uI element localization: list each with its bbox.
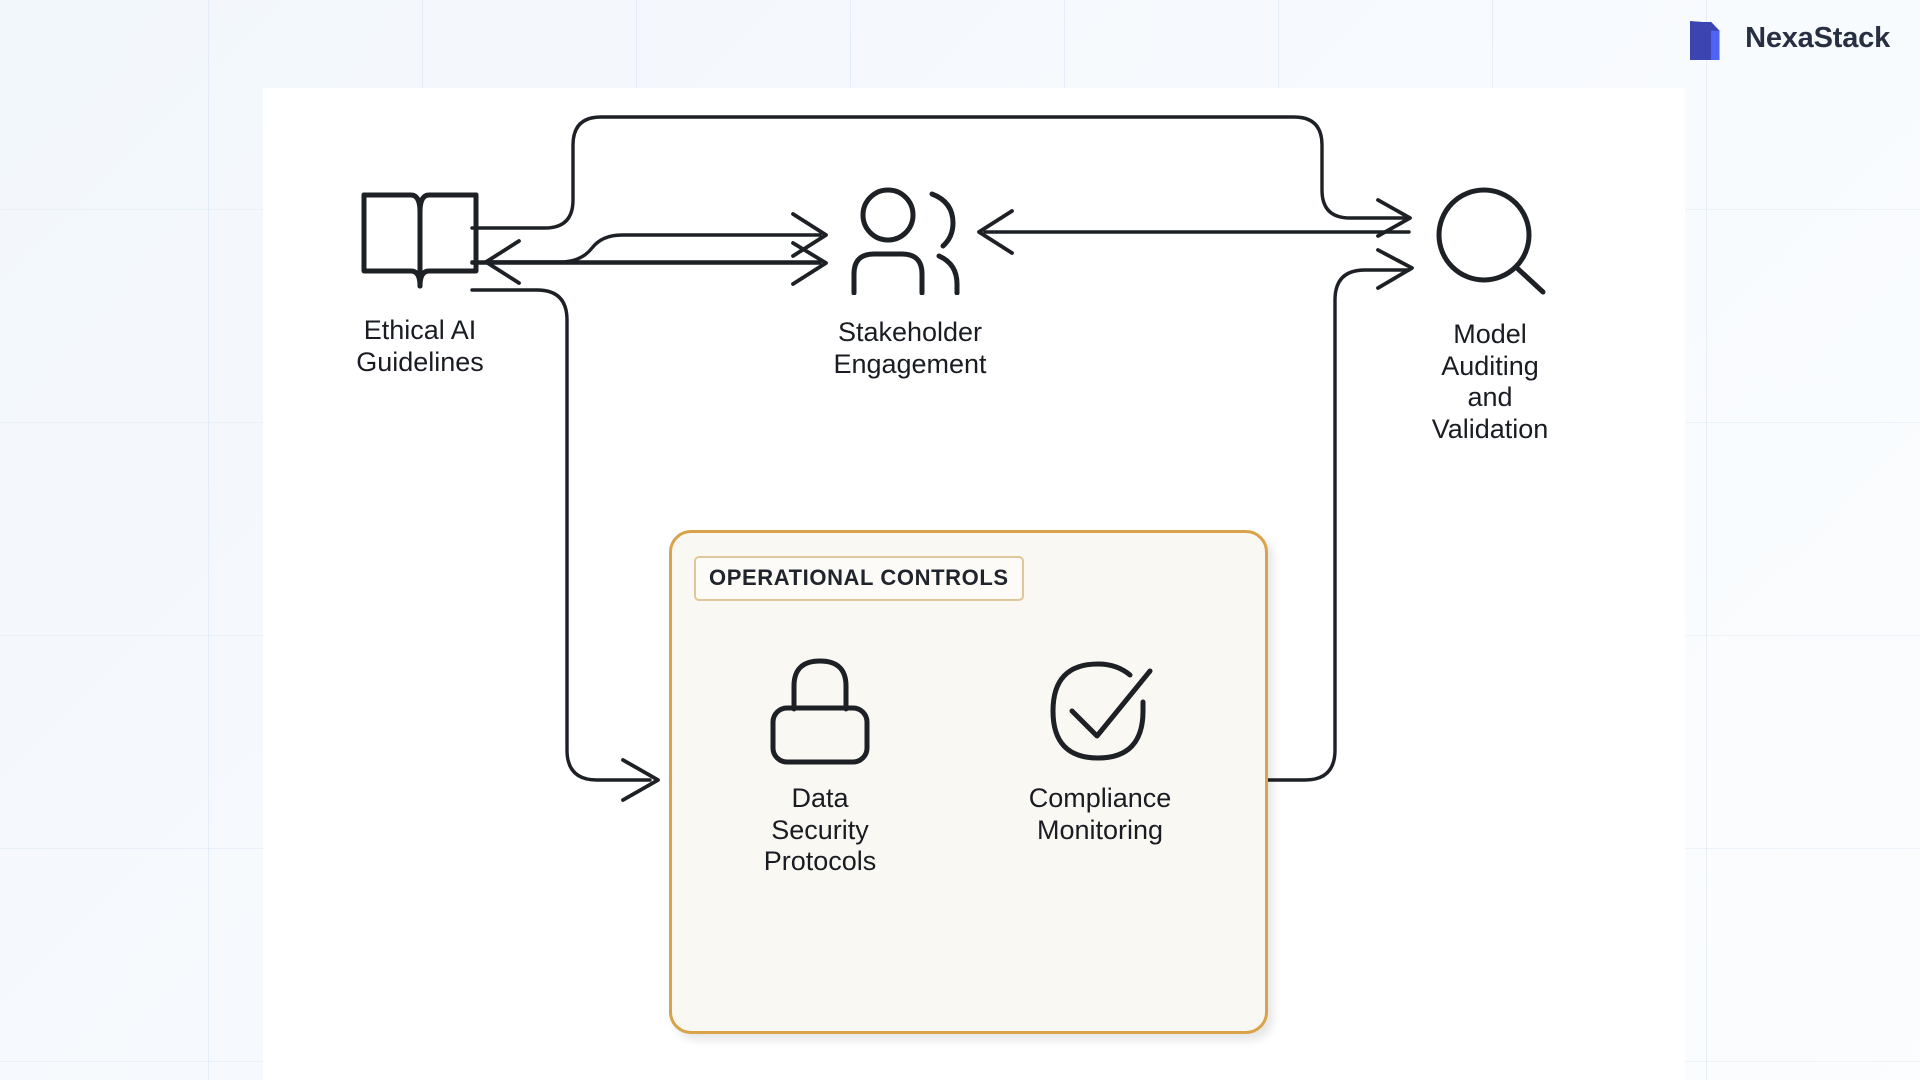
open-book-icon [361,192,479,289]
node-data-security-protocols-label: Data Security Protocols [763,783,877,877]
node-compliance-monitoring[interactable]: Compliance Monitoring [970,655,1230,846]
people-group-icon [851,187,960,295]
node-ethical-ai-guidelines[interactable]: Ethical AI Guidelines [300,188,540,378]
node-ethical-ai-guidelines-label: Ethical AI Guidelines [356,315,484,377]
node-model-auditing-and-validation-label: Model Auditing and Validation [1431,319,1549,444]
nexastack-logo-icon [1690,21,1720,61]
brand-logo: NexaStack [1689,15,1890,61]
operational-controls-title: OPERATIONAL CONTROLS [694,556,1024,601]
node-model-auditing-and-validation[interactable]: Model Auditing and Validation [1380,185,1600,445]
node-data-security-protocols[interactable]: Data Security Protocols [705,655,935,878]
node-stakeholder-engagement[interactable]: Stakeholder Engagement [780,185,1040,380]
check-circle-icon [1050,661,1153,761]
magnifying-glass-icon [1436,187,1546,295]
padlock-icon [770,658,870,765]
node-stakeholder-engagement-label: Stakeholder Engagement [833,317,987,379]
node-compliance-monitoring-label: Compliance Monitoring [1028,783,1172,845]
brand-name: NexaStack [1745,21,1890,54]
